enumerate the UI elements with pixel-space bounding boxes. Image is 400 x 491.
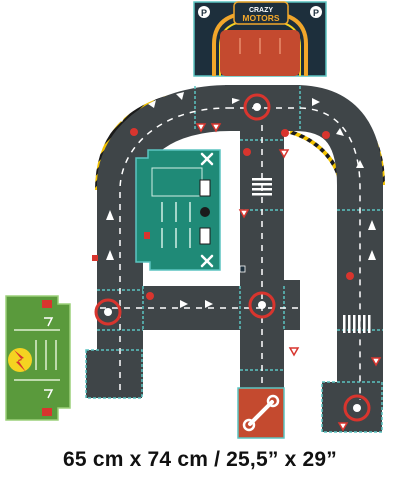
road-tile-end-left: [85, 349, 143, 399]
wrench-tile: [237, 387, 285, 439]
roundabout-marker-left: [94, 298, 122, 326]
lane-markings: [100, 107, 361, 400]
parking-letter-left: P: [201, 8, 207, 18]
roundabout-marker-top: [243, 93, 271, 121]
garage-logo-line2: MOTORS: [242, 13, 279, 23]
crazy-motors-garage: [193, 1, 327, 77]
green-parking-lot: [135, 149, 221, 271]
crosswalk-right: [343, 315, 371, 333]
traffic-signs: [92, 123, 382, 432]
roundabout-marker-bottom-right: [343, 394, 371, 422]
crosswalk-middle: [252, 178, 272, 196]
dimensions-caption: 65 cm x 74 cm / 25,5” x 29”: [63, 448, 337, 471]
parking-letter-right: P: [313, 8, 319, 18]
direction-arrows: [106, 92, 376, 308]
garage-logo-line1: CRAZY: [249, 7, 273, 14]
green-pad-left: [5, 295, 71, 421]
roundabout-markers: [94, 93, 371, 422]
road-tile-end-right: [321, 381, 383, 433]
roundabout-marker-center: [248, 291, 276, 319]
